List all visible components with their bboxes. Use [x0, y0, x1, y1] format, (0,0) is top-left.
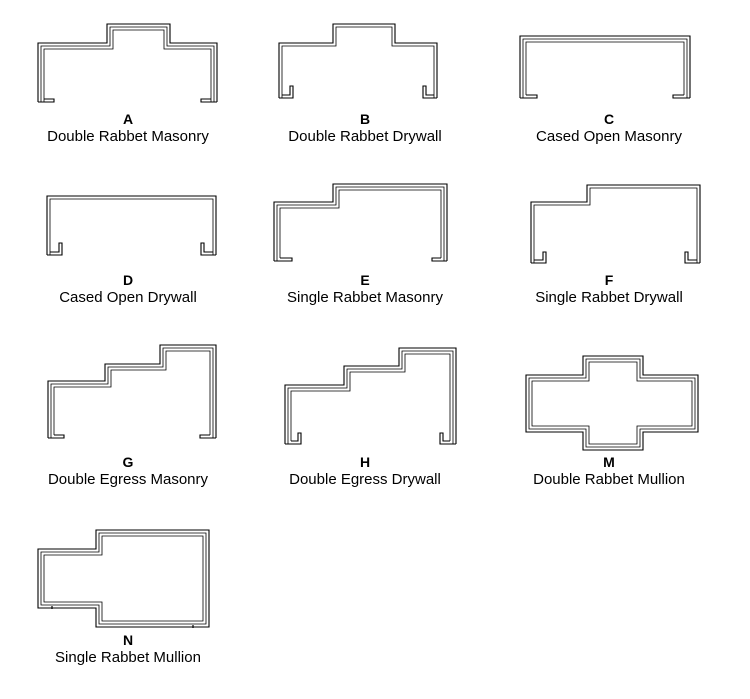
profile-m-drawing: [525, 355, 699, 451]
profile-d-name: Cased Open Drywall: [59, 289, 197, 306]
profile-h-name: Double Egress Drywall: [289, 471, 441, 488]
profile-b-letter: B: [359, 111, 371, 127]
profile-a-letter: A: [122, 111, 134, 127]
profile-g-drawing: [47, 344, 217, 439]
profile-b-name: Double Rabbet Drywall: [288, 128, 442, 145]
profile-n-drawing: [37, 529, 210, 628]
profile-c: C Cased Open Masonry: [509, 22, 709, 152]
profile-d: D Cased Open Drywall: [28, 184, 228, 314]
profile-a: A Double Rabbet Masonry: [28, 22, 228, 152]
profile-n-letter: N: [122, 632, 134, 648]
profile-g: G Double Egress Masonry: [28, 344, 228, 488]
profile-h-drawing: [284, 347, 457, 445]
profile-d-drawing: [46, 195, 217, 256]
profile-h-letter: H: [359, 454, 371, 470]
profile-a-name: Double Rabbet Masonry: [47, 128, 209, 145]
profile-c-name: Cased Open Masonry: [536, 128, 682, 145]
profile-f-letter: F: [604, 272, 614, 288]
profile-m-letter: M: [603, 454, 615, 470]
profile-m-name: Double Rabbet Mullion: [533, 471, 685, 488]
profile-m: M Double Rabbet Mullion: [509, 345, 709, 488]
profile-h: H Double Egress Drywall: [265, 345, 465, 488]
profile-e-letter: E: [360, 272, 370, 288]
profile-e-name: Single Rabbet Masonry: [287, 289, 443, 306]
profile-g-name: Double Egress Masonry: [47, 471, 209, 488]
profile-n: N Single Rabbet Mullion: [28, 528, 228, 673]
profile-e: E Single Rabbet Masonry: [265, 183, 465, 314]
profile-c-drawing: [519, 35, 691, 99]
profile-f-name: Single Rabbet Drywall: [535, 289, 683, 306]
profile-n-name: Single Rabbet Mullion: [55, 649, 201, 666]
profile-b-drawing: [278, 23, 438, 99]
profile-e-drawing: [273, 183, 448, 262]
profile-g-letter: G: [122, 454, 134, 470]
profile-f-drawing: [530, 184, 701, 264]
profile-d-letter: D: [122, 272, 134, 288]
profile-f: F Single Rabbet Drywall: [509, 184, 709, 314]
profile-b: B Double Rabbet Drywall: [265, 22, 465, 152]
profile-c-letter: C: [603, 111, 615, 127]
profile-a-drawing: [37, 23, 218, 103]
